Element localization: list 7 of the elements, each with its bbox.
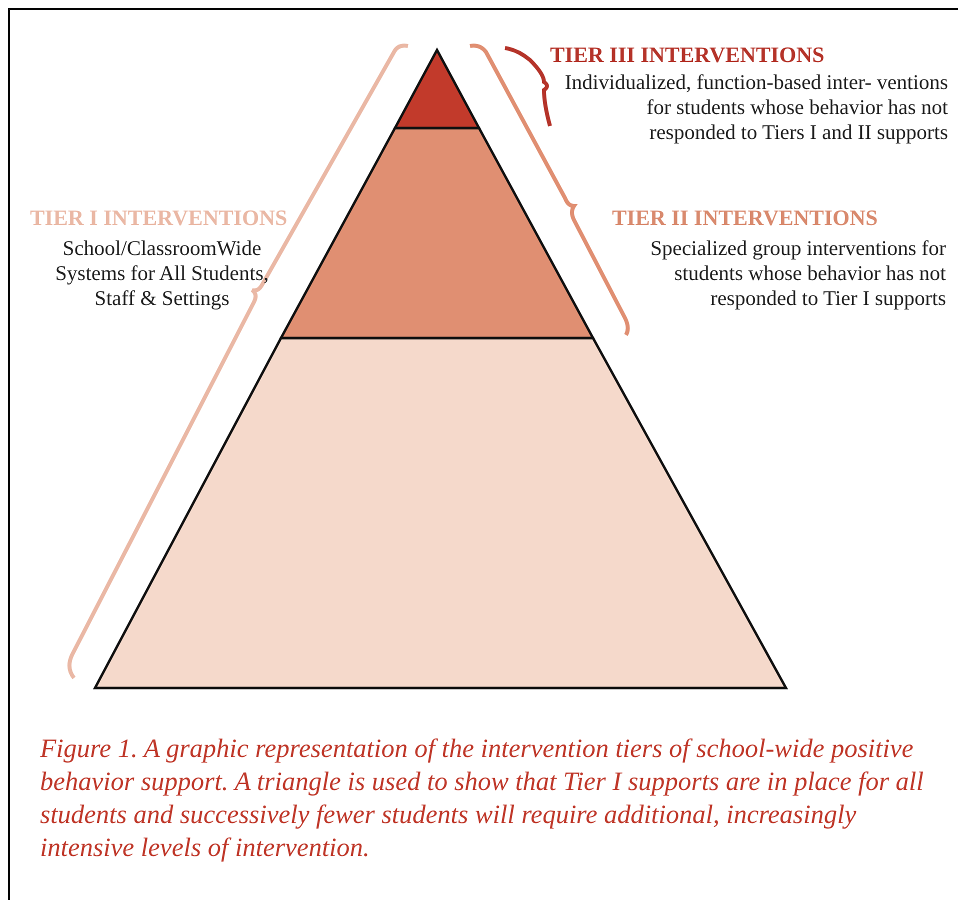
tier-heading: TIER III INTERVENTIONS bbox=[550, 42, 824, 68]
tier-description: School/ClassroomWide Systems for All Students, Staff & Settings bbox=[54, 236, 270, 311]
tier-description: Specialized group interventions for students whose behavior has not responded to Tier I supports bbox=[649, 236, 946, 311]
figure-caption: Figure 1. A graphic representation of the intervention tiers of school-wide positive behavior support. A triangle is used to show that Tier I supports are in place for all students and successively fewer students will require additional, increasingly intensive levels of intervention. bbox=[40, 732, 925, 864]
tier-heading: TIER I INTERVENTIONS bbox=[30, 205, 288, 231]
tier-heading: TIER II INTERVENTIONS bbox=[612, 205, 878, 231]
tier-description: Individualized, function-based inter- ventions for students whose behavior has not responded to Tiers I and II supports bbox=[564, 70, 948, 145]
